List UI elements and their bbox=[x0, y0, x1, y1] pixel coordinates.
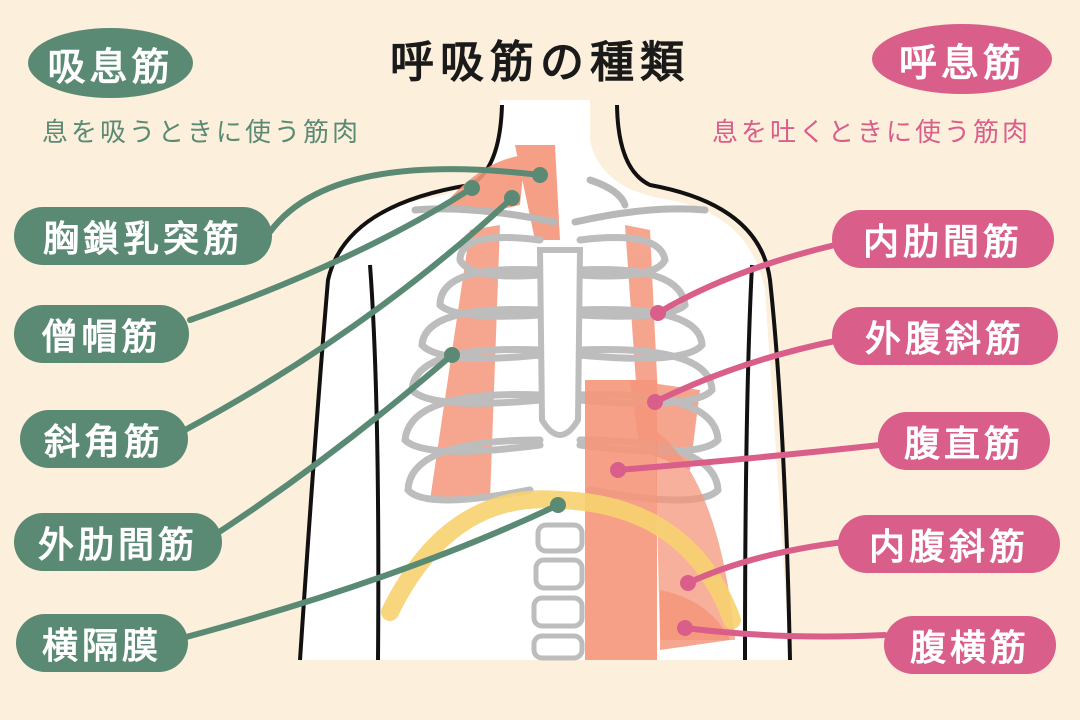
label-external-oblique: 外腹斜筋 bbox=[832, 307, 1058, 365]
expiratory-subtitle: 息を吐くときに使う筋肉 bbox=[712, 118, 1032, 148]
expiratory-heading-badge: 呼息筋 bbox=[872, 24, 1052, 94]
inspiratory-leader-lines bbox=[172, 166, 561, 643]
clavicles bbox=[411, 176, 709, 226]
inspiratory-leader-dots bbox=[444, 167, 566, 513]
label-internal-intercostal: 内肋間筋 bbox=[832, 210, 1054, 268]
torso-outline-right bbox=[615, 104, 792, 661]
transversus-muscle bbox=[660, 590, 730, 650]
inspiratory-heading-badge: 吸息筋 bbox=[28, 28, 193, 98]
label-diaphragm: 横隔膜 bbox=[16, 614, 188, 672]
inspiratory-subtitle: 息を吸うときに使う筋肉 bbox=[42, 118, 362, 148]
label-external-intercostal: 外肋間筋 bbox=[14, 513, 222, 571]
sternum bbox=[536, 247, 584, 438]
spine bbox=[531, 522, 585, 661]
expiratory-leader-dots bbox=[610, 305, 696, 636]
label-transversus-abdominis: 腹横筋 bbox=[884, 616, 1056, 674]
label-internal-oblique: 内腹斜筋 bbox=[838, 515, 1060, 573]
label-sternocleidomastoid: 胸鎖乳突筋 bbox=[14, 207, 272, 265]
arm-line-right bbox=[743, 264, 754, 661]
label-scalene: 斜角筋 bbox=[20, 410, 188, 468]
arm-line-left bbox=[368, 264, 381, 661]
page-title: 呼吸筋の種類 bbox=[390, 37, 690, 88]
label-rectus-abdominis: 腹直筋 bbox=[878, 412, 1050, 470]
label-trapezius: 僧帽筋 bbox=[14, 305, 189, 363]
ribcage bbox=[401, 234, 722, 504]
